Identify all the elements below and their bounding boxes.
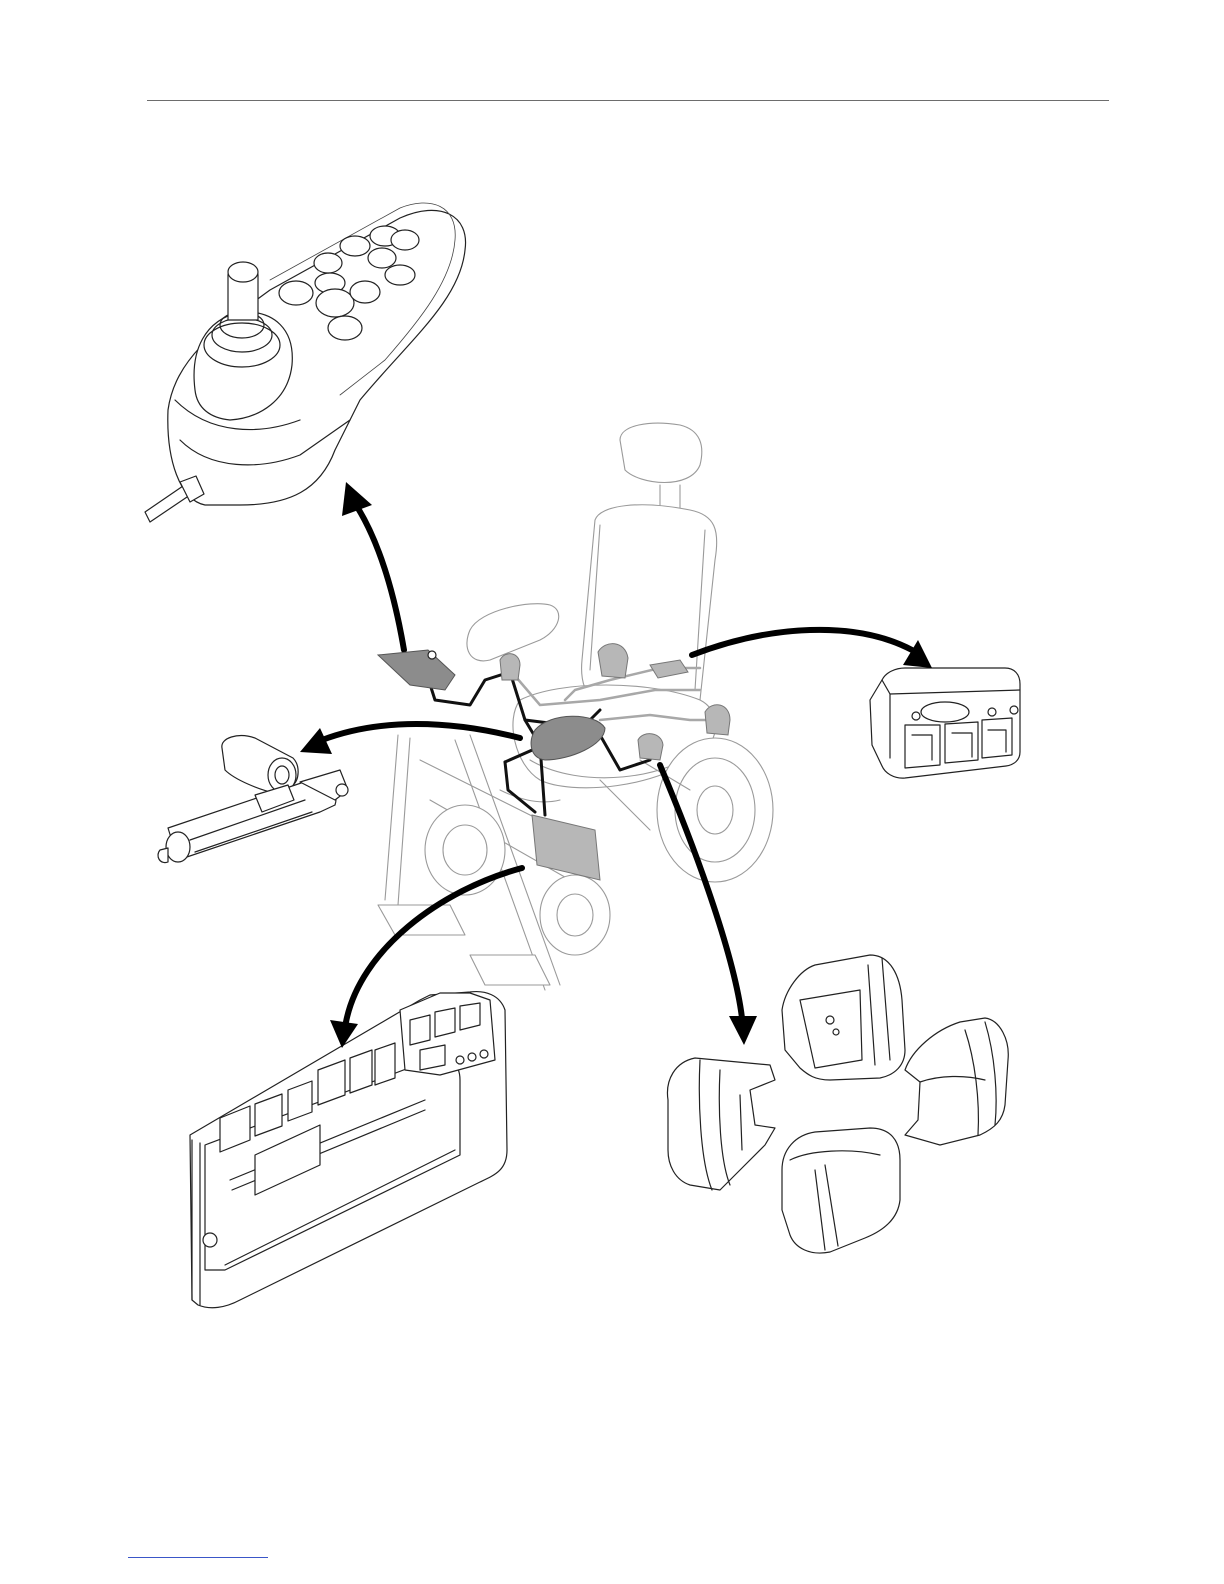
expansion-module [870,668,1020,778]
footer-link-underline [128,1557,268,1558]
power-module [190,992,507,1308]
actuator-motor [158,736,348,863]
actuator-control-module-4 [782,1128,900,1253]
arrow-to-expansion-module [692,630,932,668]
actuator-control-module-3 [905,1018,1008,1145]
actuator-control-modules [667,955,1008,1253]
arrow-to-joystick [342,482,404,650]
joystick-control-module [145,203,466,522]
actuator-control-module-1 [667,1058,775,1190]
actuator-control-module-2 [782,955,905,1080]
